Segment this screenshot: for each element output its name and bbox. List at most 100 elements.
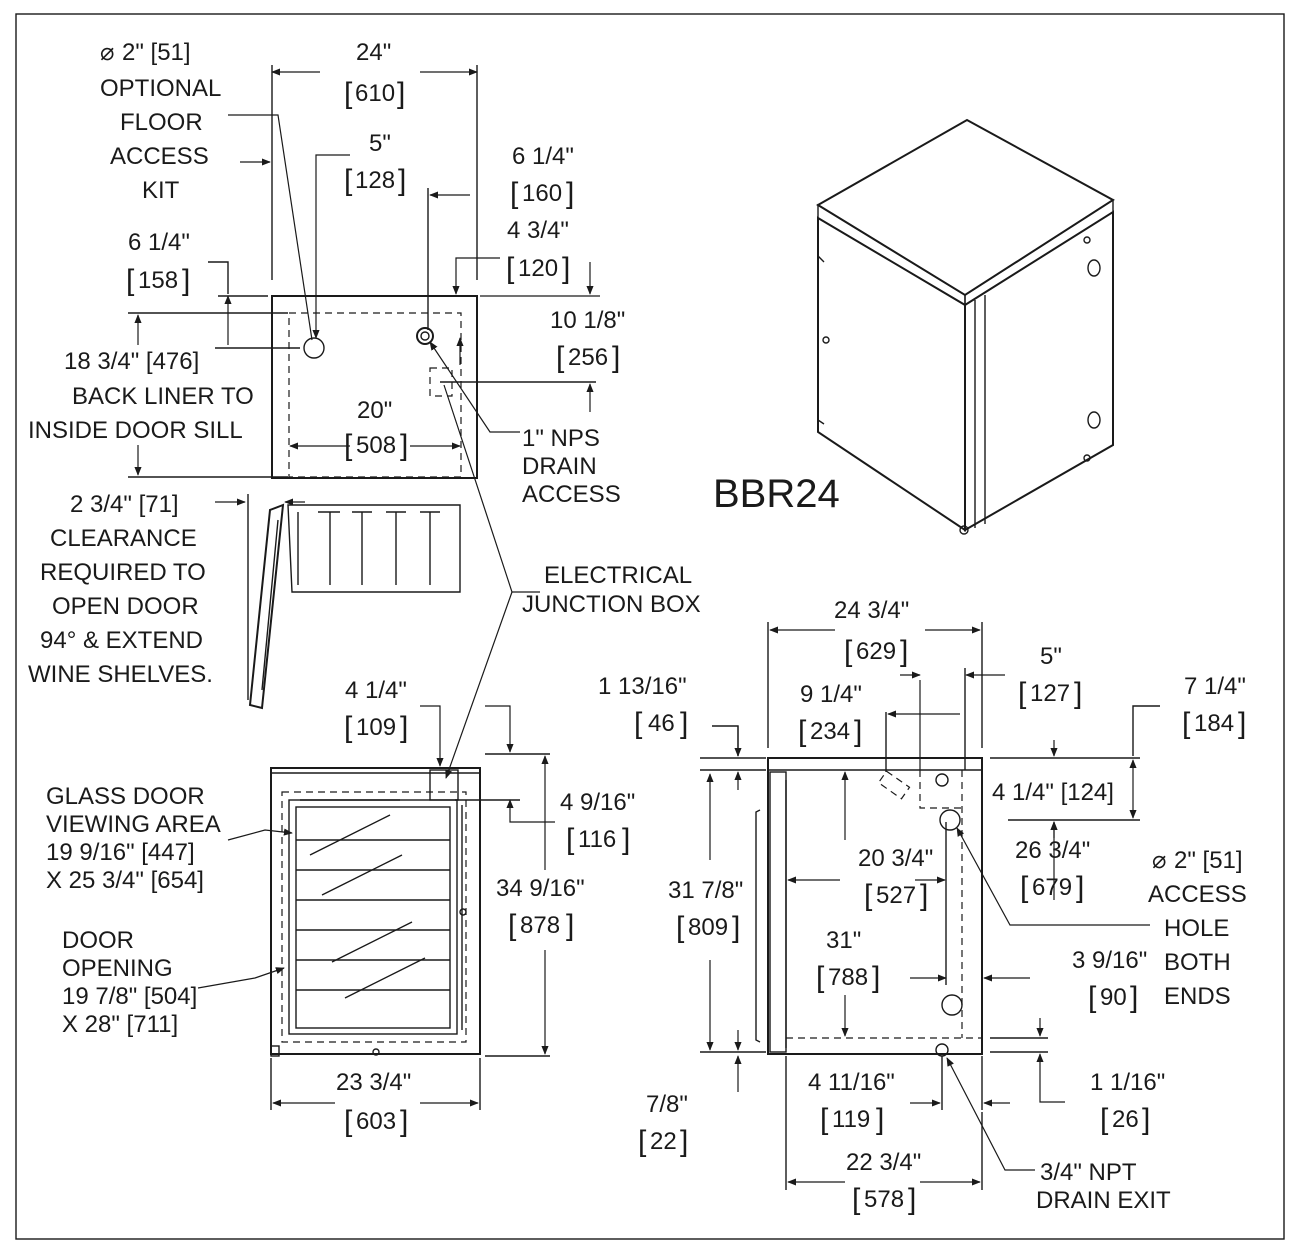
junction-x-mm: 109 xyxy=(356,714,396,741)
access-hole-bottom xyxy=(941,994,963,1016)
front-width-mm: 603 xyxy=(356,1108,396,1135)
floor-access-line3: ACCESS xyxy=(110,143,209,170)
inner-width-bracket-close: ] xyxy=(400,429,408,462)
clearance-line2: CLEARANCE xyxy=(50,525,197,552)
access-low-in: 26 3/4" xyxy=(1015,837,1090,864)
front-height-in: 34 9/16" xyxy=(496,875,585,902)
bottom-gap-mm: 22 xyxy=(650,1128,677,1155)
side-height-bracket-close: ] xyxy=(872,961,880,994)
depth-line1: 18 3/4" [476] xyxy=(64,348,199,375)
electrical-x-bracket-open: [ xyxy=(506,252,515,285)
access-y2: 4 1/4" [124] xyxy=(992,779,1114,806)
side-height-mm: 788 xyxy=(828,964,868,991)
electrical-x-in: 4 3/4" xyxy=(507,217,569,244)
depth-line3: INSIDE DOOR SILL xyxy=(28,417,243,444)
junction-x-bracket-open: [ xyxy=(344,711,353,744)
rear-gap-mm: 90 xyxy=(1100,984,1127,1011)
side-depth-in: 24 3/4" xyxy=(834,597,909,624)
front-height-bracket-close: ] xyxy=(566,909,574,942)
inner-height-in: 31 7/8" xyxy=(668,877,743,904)
top-offset-bracket-close: ] xyxy=(1074,677,1082,710)
isometric-view xyxy=(816,118,1115,535)
drain-access-fitting xyxy=(416,327,434,345)
bottom-gap-bracket-open: [ xyxy=(638,1125,647,1158)
junction-y-mm: 116 xyxy=(578,826,616,853)
drain-x-side-bracket-open: [ xyxy=(820,1103,829,1136)
floor-access-hole xyxy=(303,337,325,359)
glass-line3: 19 9/16" [447] xyxy=(46,839,195,866)
side-height-in: 31" xyxy=(826,927,861,954)
inner-depth-bracket-open: [ xyxy=(864,879,873,912)
inner-height-bracket-close: ] xyxy=(732,911,740,944)
inner-width-in: 20" xyxy=(357,397,392,424)
electrical-box-front xyxy=(429,769,459,801)
front-view xyxy=(197,705,555,1110)
top-gap-bracket-open: [ xyxy=(634,707,643,740)
front-width-bracket-close: ] xyxy=(400,1105,408,1138)
side-height-bracket-open: [ xyxy=(816,961,825,994)
side-depth-bracket-close: ] xyxy=(900,635,908,668)
top-offset-mm: 127 xyxy=(1030,680,1070,707)
drain-y-bracket-open: [ xyxy=(556,341,565,374)
drain-y-side-in: 1 1/16" xyxy=(1090,1069,1165,1096)
top-view xyxy=(128,65,600,710)
top-offset-in: 5" xyxy=(1040,643,1062,670)
drain-y-side-mm: 26 xyxy=(1112,1106,1139,1133)
base-depth-bracket-close: ] xyxy=(908,1183,916,1216)
inner-width-mm: 508 xyxy=(356,432,396,459)
electrical-x-bracket-close: ] xyxy=(562,252,570,285)
junction-y-in: 4 9/16" xyxy=(560,789,635,816)
floor-access-y-mm: 158 xyxy=(138,267,178,294)
inner-depth-in: 20 3/4" xyxy=(858,845,933,872)
access-y-bracket-close: ] xyxy=(1238,707,1246,740)
rear-gap-bracket-close: ] xyxy=(1130,981,1138,1014)
top-width-in: 24" xyxy=(356,39,391,66)
drain-y-side-bracket-open: [ xyxy=(1100,1103,1109,1136)
floor-access-y-in: 6 1/4" xyxy=(128,229,190,256)
drain-x-bracket-close: ] xyxy=(566,177,574,210)
top-gap-mm: 46 xyxy=(648,710,675,737)
side-view xyxy=(700,622,1160,1190)
drain-x-mm: 160 xyxy=(522,180,562,207)
top-gap-bracket-close: ] xyxy=(680,707,688,740)
junction-y-bracket-close: ] xyxy=(622,823,630,856)
base-depth-mm: 578 xyxy=(864,1186,904,1213)
floor-access-dia-symbol: ⌀ xyxy=(100,39,114,66)
inner-height-mm: 809 xyxy=(688,914,728,941)
opening-line3: 19 7/8" [504] xyxy=(62,983,197,1010)
floor-access-y-bracket-close: ] xyxy=(182,264,190,297)
floor-access-x-mm: 128 xyxy=(355,167,395,194)
clearance-line5: 94° & EXTEND xyxy=(40,627,203,654)
floor-access-x-bracket-close: ] xyxy=(398,164,406,197)
top-width-bracket-open: [ xyxy=(344,77,353,110)
back-offset-in: 9 1/4" xyxy=(800,681,862,708)
front-height-bracket-open: [ xyxy=(508,909,517,942)
floor-access-line2: FLOOR xyxy=(120,109,203,136)
rear-gap-bracket-open: [ xyxy=(1088,981,1097,1014)
drain-y-side-bracket-close: ] xyxy=(1142,1103,1150,1136)
top-width-bracket-close: ] xyxy=(397,77,405,110)
floor-access-dia: 2" [51] xyxy=(122,39,191,66)
glass-line4: X 25 3/4" [654] xyxy=(46,867,204,894)
drain-y-mm: 256 xyxy=(568,344,608,371)
drain-x-in: 6 1/4" xyxy=(512,143,574,170)
opening-line4: X 28" [711] xyxy=(62,1011,178,1038)
clearance-line4: OPEN DOOR xyxy=(52,593,199,620)
inner-depth-bracket-close: ] xyxy=(920,879,928,912)
drain-exit-line1: 3/4" NPT xyxy=(1040,1159,1137,1186)
rear-gap-in: 3 9/16" xyxy=(1072,947,1147,974)
floor-access-line4: KIT xyxy=(142,177,180,204)
inner-height-bracket-open: [ xyxy=(676,911,685,944)
access-hole-line1: ACCESS xyxy=(1148,881,1247,908)
bottom-gap-bracket-close: ] xyxy=(680,1125,688,1158)
access-hole-dia: 2" [51] xyxy=(1174,847,1243,874)
model-name: BBR24 xyxy=(713,472,840,516)
electrical-line1: ELECTRICAL xyxy=(544,562,692,589)
access-y-in: 7 1/4" xyxy=(1184,673,1246,700)
access-hole-line2: HOLE xyxy=(1164,915,1229,942)
inner-depth-mm: 527 xyxy=(876,882,916,909)
base-depth-bracket-open: [ xyxy=(852,1183,861,1216)
drain-x-side-mm: 119 xyxy=(832,1106,870,1133)
floor-access-x-bracket-open: [ xyxy=(344,164,353,197)
side-depth-mm: 629 xyxy=(856,638,896,665)
